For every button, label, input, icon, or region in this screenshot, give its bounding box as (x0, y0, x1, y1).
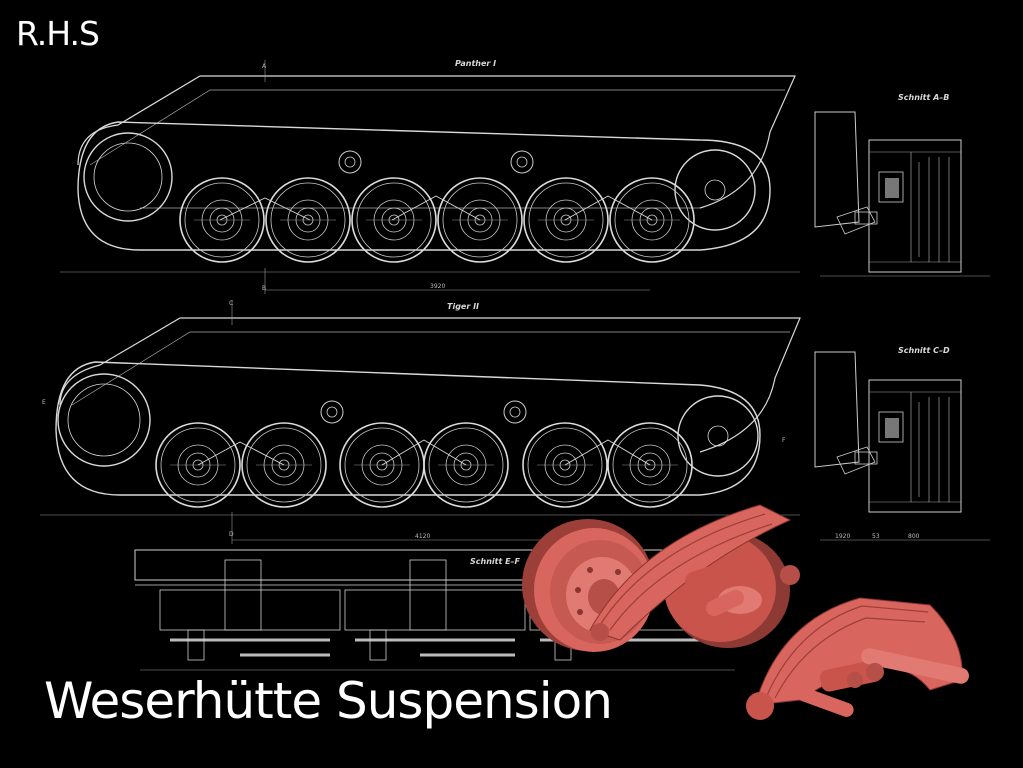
section-ab-label: Schnitt A–B (898, 93, 949, 102)
tiger-dimension: 4120 (415, 533, 430, 540)
mark-d: D (229, 531, 234, 538)
spring-unit-render (746, 597, 969, 720)
mark-a: A (262, 63, 267, 70)
section-dimension-2: 53 (872, 533, 880, 540)
section-cd-label: Schnitt C–D (898, 346, 950, 355)
section-ef-label: Schnitt E–F (470, 557, 521, 566)
tiger-drawing (40, 300, 801, 544)
suspension-render (522, 504, 969, 720)
page-title: Weserhütte Suspension (44, 672, 613, 730)
section-dimension-1: 1920 (835, 533, 850, 540)
section-dimension-3: 800 (908, 533, 920, 540)
brand-logo: R.H.S (16, 14, 100, 53)
mark-e: E (42, 399, 46, 406)
tiger-label: Tiger II (447, 302, 479, 311)
section-ab-drawing (814, 111, 962, 273)
mark-b: B (262, 285, 266, 292)
panther-dimension: 3920 (430, 283, 445, 290)
section-cd-drawing (814, 351, 962, 513)
panther-label: Panther I (455, 59, 496, 68)
mark-c: C (229, 300, 233, 307)
road-wheel-render (522, 504, 800, 652)
panther-drawing (60, 60, 800, 294)
mark-f: F (782, 437, 786, 444)
